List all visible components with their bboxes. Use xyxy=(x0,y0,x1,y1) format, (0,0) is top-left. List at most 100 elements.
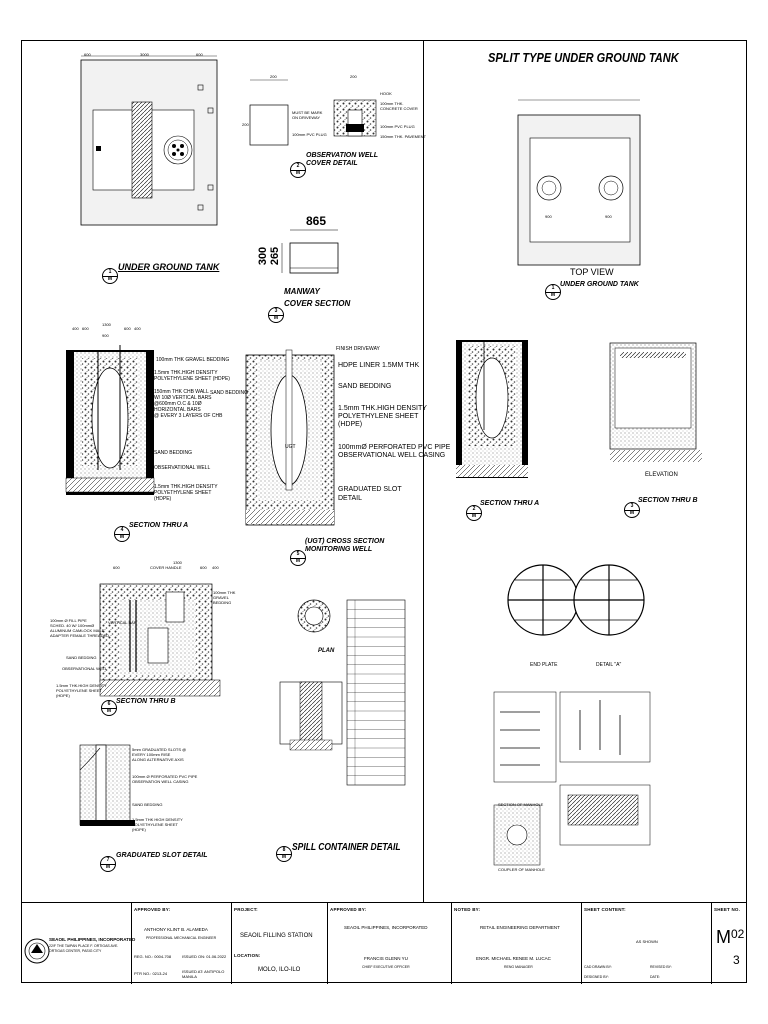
ust-note-2: HDPE LINER 1.5MM THK xyxy=(338,362,420,369)
sheet-prefix: M xyxy=(716,927,731,947)
revised-by: REVISED BY: xyxy=(650,965,672,969)
sec-b-note-1: 100mm THK GRAVEL BEDDING xyxy=(213,590,236,605)
right-elevation-caption: ELEVATION xyxy=(645,472,678,478)
spill-title: SPILL CONTAINER DETAIL xyxy=(292,842,401,853)
top-view-caption: TOP VIEW xyxy=(570,267,614,277)
right-sec-a-title: SECTION THRU A xyxy=(480,500,540,507)
sec-b-dim: 1300 xyxy=(173,560,182,565)
manhole-section-label: SECTION OF MANHOLE xyxy=(498,802,544,807)
obs-note-right-4: 150mm THK. PAVEMENT xyxy=(380,134,427,139)
company-address: 22/F THE TAIPAN PLACE F. ORTIGAS AVE. OR… xyxy=(49,944,119,953)
company-name: SEAOIL PHILIPPINES, INCORPORATED xyxy=(49,937,136,942)
ptr-no: PTR NO.: 0213-24 xyxy=(134,971,168,976)
project-name: SEAOIL FILLING STATION xyxy=(240,933,313,939)
sec-b-note-2: 100mm Ø FILL PIPE SCHED. 40 W/ 100mmØ AL… xyxy=(50,618,110,638)
noted-name: ENGR. MICHAEL RENEE M. LUCAC xyxy=(476,956,551,961)
approved2-name: FRANCIS GLENN YU xyxy=(364,956,408,961)
approved2-company: SEAOIL PHILIPPINES, INCORPORATED xyxy=(344,925,428,930)
top-view-title: UNDER GROUND TANK xyxy=(560,281,639,288)
sec-b-dim: 600 xyxy=(113,565,120,570)
ust-note-3: SAND BEDDING xyxy=(338,383,392,390)
sec-a-note-4: SAND BEDDING xyxy=(210,390,249,396)
sheet-content-label: SHEET CONTENT: xyxy=(584,907,626,912)
tb-company-cell: SEAOIL PHILIPPINES, INCORPORATED 22/F TH… xyxy=(21,903,135,984)
ust-note-6: GRADUATED SLOT DETAIL xyxy=(338,486,402,502)
scale-value: AS SHOWN xyxy=(636,939,658,944)
drawing-sheet xyxy=(21,40,747,983)
obs-note-left-1: MUST BE MARK ON DRIVEWAY xyxy=(292,110,323,120)
noted-label: NOTED BY: xyxy=(454,907,481,912)
slot-note-1: 5mm GRADUATED SLOTS @ EVERY 100mm RISE A… xyxy=(132,747,187,762)
issued-on: ISSUED ON: 01.06.2022 xyxy=(182,954,227,959)
noted-role: RENG MANAGER xyxy=(504,965,533,969)
sec-a-dim: 600 xyxy=(124,326,131,331)
sec-a-dim: 400 xyxy=(134,326,141,331)
slot-note-4: 1.5mm THK HIGH DENSITY POLYETHYLENE SHEE… xyxy=(132,817,183,832)
plan-dim-1: 600 xyxy=(84,52,91,57)
top-view-dim: 900 xyxy=(605,214,612,219)
sec-b-note-6: 1.5mm THK.HIGH DENSITY POLYETHYLENE SHEE… xyxy=(56,683,107,698)
approved2-label: APPROVED BY: xyxy=(330,907,367,912)
obs-note-right-3: 100mm PVC PLUG xyxy=(380,124,415,129)
plan-dim-2: 3000 xyxy=(140,52,149,57)
sec-a-dim: 900 xyxy=(102,333,109,338)
obs-note-left-2: 100mm PVC PLUG xyxy=(292,132,327,137)
sec-a-note-5: SAND BEDDING xyxy=(154,450,193,456)
sec-b-note-4: SAND BEDDING xyxy=(66,655,97,660)
plan-dim-3: 600 xyxy=(196,52,203,57)
reg-no: REG. NO.: 0004-708 xyxy=(134,954,172,959)
sec-b-title: SECTION THRU B xyxy=(116,698,176,705)
sec-a-dim: 600 xyxy=(82,326,89,331)
sec-b-dim: 400 xyxy=(212,565,219,570)
location-value: MOLO, ILO-ILO xyxy=(258,967,301,973)
end-plate-label: END PLATE xyxy=(530,662,558,668)
manway-dim-w: 865 xyxy=(306,214,327,228)
slot-note-3: SAND BEDDING xyxy=(132,802,163,807)
ust-note-4: 1.5mm THK.HIGH DENSITY POLYETHYLENE SHEE… xyxy=(338,405,427,428)
sheet-total: 3 xyxy=(733,953,740,967)
spill-plan-label: PLAN xyxy=(318,648,335,654)
engineer-role: PROFESSIONAL MECHANICAL ENGINEER xyxy=(146,936,217,940)
sec-a-title: SECTION THRU A xyxy=(129,522,189,529)
obs-well-title: OBSERVATION WELL COVER DETAIL xyxy=(306,152,379,167)
approved2-role: CHIEF EXECUTIVE OFFICER xyxy=(362,965,410,969)
title-block: SEAOIL PHILIPPINES, INCORPORATED 22/F TH… xyxy=(21,902,747,984)
detail-a-label: DETAIL "A" xyxy=(596,662,622,668)
cad-drawn-by: CAD DRAWN BY: xyxy=(584,965,612,969)
tb-noted-cell: NOTED BY: RETAIL ENGINEERING DEPARTMENT … xyxy=(451,903,581,984)
right-sec-b-title: SECTION THRU B xyxy=(638,497,698,504)
designed-by: DESIGNED BY: xyxy=(584,975,609,979)
top-view-dim: 900 xyxy=(545,214,552,219)
sec-a-note-7: 1.5mm THK.HIGH DENSITY POLYETHYLENE SHEE… xyxy=(154,484,218,502)
noted-dept: RETAIL ENGINEERING DEPARTMENT xyxy=(480,925,560,930)
sec-b-note-5: OBSERVATIONAL WELL xyxy=(62,666,107,671)
ust-note-5: 100mmØ PERFORATED PVC PIPE OBSERVATIONAL… xyxy=(338,444,451,459)
sec-b-dim: COVER HANDLE xyxy=(150,565,182,570)
sec-a-note-1: 100mm THK GRAVEL BEDDING xyxy=(156,357,230,363)
sec-b-dim: 600 xyxy=(200,565,207,570)
slot-note-2: 100mm Ø PERFORATED PVC PIPE OBSERVATION … xyxy=(132,774,198,784)
manway-title: MANWAY COVER SECTION xyxy=(284,287,351,308)
sec-a-dim: 1300 xyxy=(102,322,111,327)
sheet-title: SPLIT TYPE UNDER GROUND TANK xyxy=(488,50,679,65)
engineer-name: ANTHONY KLINT B. ALAMEDA xyxy=(144,927,208,932)
obs-dim-top: 200 xyxy=(270,74,277,79)
approved-label: APPROVED BY: xyxy=(134,907,171,912)
date-label: DATE: xyxy=(650,975,661,979)
sec-a-note-3: 150mm THK CHB WALL W/ 10Ø VERTICAL BARS … xyxy=(154,389,223,419)
ust-tag: UGT xyxy=(285,444,296,450)
issued-at: ISSUED AT: ANTIPOLO MANILA xyxy=(182,969,225,979)
manway-dim-h1: 300 xyxy=(257,246,270,266)
